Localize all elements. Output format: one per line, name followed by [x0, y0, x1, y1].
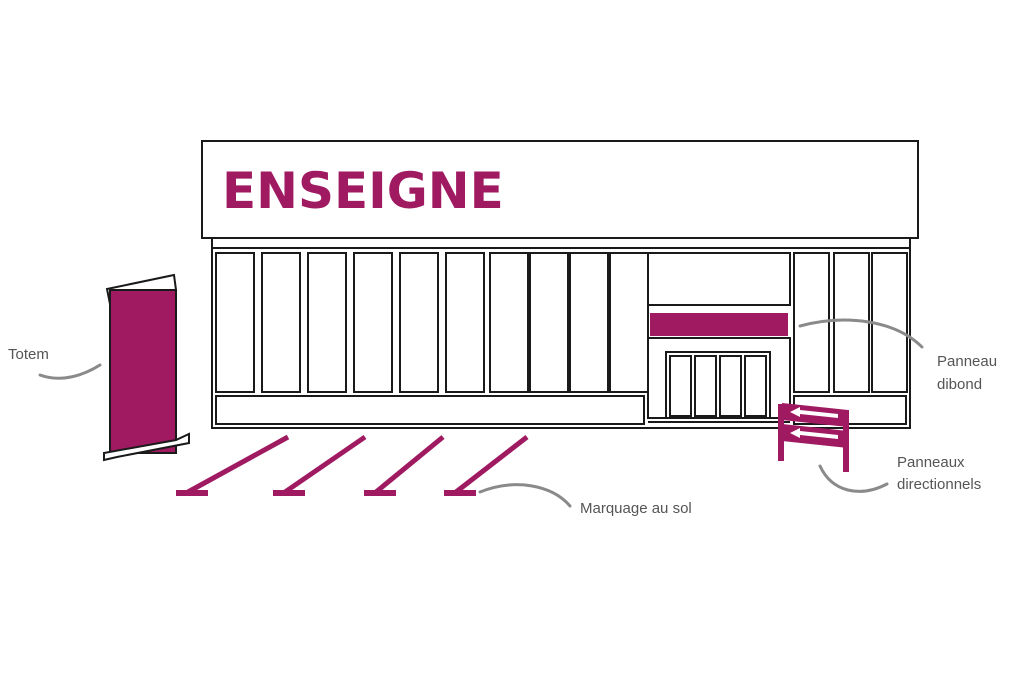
window-pane — [793, 252, 830, 393]
ground-stripe — [454, 435, 529, 494]
totem-panel — [109, 289, 177, 454]
entrance-door-frame — [665, 351, 771, 419]
callout-directionnels — [818, 464, 889, 493]
window-pane — [445, 252, 485, 393]
label-panneau-line1: Panneau — [937, 353, 997, 370]
callout-panneau — [798, 318, 924, 349]
ground-marking — [364, 435, 445, 496]
ground-marking — [273, 434, 367, 496]
ground-stripe — [374, 435, 445, 494]
facade — [211, 247, 911, 429]
window-pane — [529, 252, 569, 393]
ground-marking — [176, 434, 290, 496]
window-pane — [307, 252, 347, 393]
window-pane — [353, 252, 393, 393]
arrow-left-icon — [790, 407, 838, 418]
panneau-dibond — [650, 313, 788, 336]
directional-signs — [778, 403, 849, 472]
callout-marquage — [478, 483, 572, 508]
left-lower-band — [215, 395, 645, 425]
window-pane — [399, 252, 439, 393]
ground-markings — [176, 434, 529, 496]
arrow-left-icon — [790, 428, 838, 439]
ground-foot — [273, 490, 305, 496]
sign-text: ENSEIGNE — [222, 162, 504, 220]
label-totem: Totem — [8, 346, 49, 363]
door-panel — [694, 355, 717, 417]
window-pane — [489, 252, 529, 393]
totem-base — [103, 432, 190, 462]
window-pane — [215, 252, 255, 393]
left-windows — [215, 252, 649, 393]
door-panel — [669, 355, 692, 417]
window-pane — [261, 252, 301, 393]
ground-marking — [444, 435, 529, 496]
callouts — [38, 318, 924, 508]
label-marquage: Marquage au sol — [580, 500, 692, 517]
ground-stripe — [283, 434, 367, 495]
directional-post-left — [778, 404, 784, 461]
door-panel — [744, 355, 767, 417]
label-panneau-line2: dibond — [937, 376, 982, 393]
cornice — [211, 237, 911, 249]
entrance-transom — [647, 252, 791, 306]
totem — [103, 273, 190, 462]
entrance-doors — [669, 355, 767, 417]
sign-band — [201, 140, 919, 239]
window-pane — [609, 252, 649, 393]
ground-foot — [364, 490, 396, 496]
callout-totem — [38, 363, 102, 380]
storefront — [201, 140, 919, 429]
label-directionnels-line2: directionnels — [897, 476, 981, 493]
window-pane — [569, 252, 609, 393]
ground-foot — [444, 490, 476, 496]
ground-foot — [176, 490, 208, 496]
door-panel — [719, 355, 742, 417]
label-directionnels-line1: Panneaux — [897, 454, 965, 471]
ground-stripe — [186, 434, 290, 495]
